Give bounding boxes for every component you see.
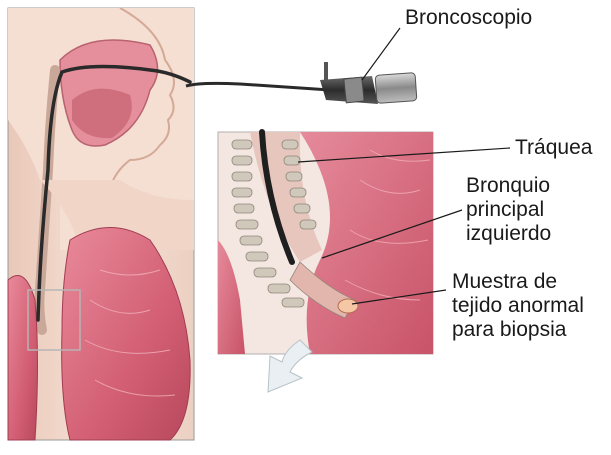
abnormal-tissue-line-3: para biopsia	[452, 318, 584, 342]
right-lung-panel	[8, 276, 38, 441]
trachea-label: Tráquea	[515, 136, 592, 160]
bronchoscope-label: Broncoscopio	[405, 6, 532, 30]
bronchoscope-cable	[186, 83, 330, 90]
left-main-bronchus-line-2: principal	[466, 198, 551, 222]
left-main-bronchus-label: Bronquio principal izquierdo	[466, 174, 551, 246]
bronchoscope-lever	[324, 62, 328, 80]
trachea-label-text: Tráquea	[515, 136, 592, 160]
bronchoscope-device	[186, 28, 417, 104]
abnormal-tissue-sample	[338, 299, 358, 313]
left-main-bronchus-line-3: izquierdo	[466, 222, 551, 246]
left-main-bronchus-line-1: Bronquio	[466, 174, 551, 198]
abnormal-tissue-line-2: tejido anormal	[452, 294, 584, 318]
abnormal-tissue-label: Muestra de tejido anormal para biopsia	[452, 270, 584, 342]
bronchoscope-eyepiece	[375, 73, 417, 104]
bronchoscope-leader-line	[362, 28, 400, 80]
abnormal-tissue-line-1: Muestra de	[452, 270, 584, 294]
bronchoscope-label-text: Broncoscopio	[405, 6, 532, 30]
bronchoscope-ring	[344, 77, 364, 103]
patient-panel	[8, 8, 194, 440]
